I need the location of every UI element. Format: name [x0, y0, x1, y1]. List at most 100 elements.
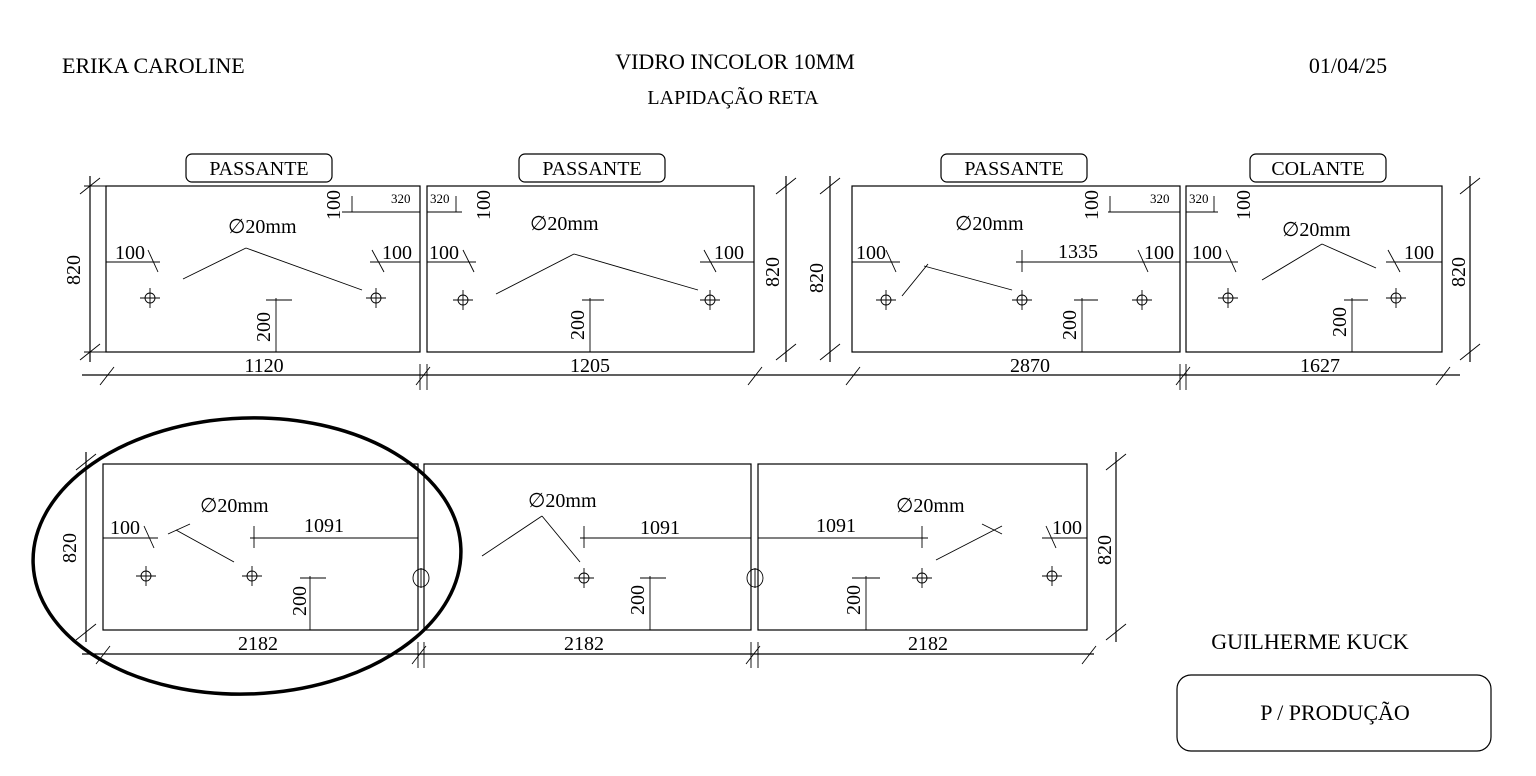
panel-1-bottom-offset: 200 — [253, 312, 275, 342]
height-dimension-left-bottom — [75, 452, 97, 642]
panel-6-hardware — [481, 515, 751, 630]
production-box — [1176, 674, 1492, 752]
panel-5-hole-diameter: ∅20mm — [200, 495, 269, 517]
panel-3-corner-h: 320 — [1150, 191, 1170, 206]
panel-6-spacing: 1091 — [640, 517, 680, 539]
panel-7-height: 820 — [1094, 535, 1116, 565]
panel-3-edge-right: 100 — [1144, 242, 1174, 264]
glass-panel-3 — [851, 185, 1181, 353]
finish-subtitle: LAPIDAÇÃO RETA — [647, 85, 819, 109]
hole-icon — [876, 290, 896, 310]
height-dimension-mid-top — [775, 176, 841, 362]
panel-1-height: 820 — [63, 255, 85, 285]
panel-2-height: 820 — [762, 257, 784, 287]
panel-3-corner-v: 100 — [1081, 190, 1103, 220]
hole-icon — [1132, 290, 1152, 310]
panel-2-corner-v: 100 — [473, 190, 495, 220]
panel-3-hardware — [852, 196, 1180, 352]
client-name: ERIKA CAROLINE — [62, 53, 245, 78]
hole-icon — [1386, 288, 1406, 308]
hole-icon — [700, 290, 720, 310]
panel-4-edge-right: 100 — [1404, 242, 1434, 264]
panel-1-hole-diameter: ∅20mm — [228, 216, 297, 238]
height-dimension-left-top — [79, 176, 106, 362]
panel-6-hole-diameter: ∅20mm — [528, 490, 597, 512]
panel-1-corner-v: 100 — [323, 190, 345, 220]
panel-3-label: PASSANTE — [964, 158, 1063, 180]
panel-4-corner-h: 320 — [1189, 191, 1209, 206]
panel-3-bottom-offset: 200 — [1059, 310, 1081, 340]
glass-panel-7 — [757, 463, 1088, 631]
panel-4-hole-diameter: ∅20mm — [1282, 219, 1351, 241]
hole-icon — [140, 288, 160, 308]
panel-3-hole-diameter: ∅20mm — [955, 213, 1024, 235]
hole-icon — [912, 568, 932, 588]
panel-1-edge-left: 100 — [115, 242, 145, 264]
hole-icon — [1218, 288, 1238, 308]
panel-1-corner-h: 320 — [391, 191, 411, 206]
panel-7-bottom-offset: 200 — [843, 585, 865, 615]
hole-icon — [366, 288, 386, 308]
glass-panel-5 — [102, 463, 419, 631]
panel-3-height: 820 — [806, 263, 828, 293]
width-dimension-top-row — [82, 364, 1460, 390]
panel-2-hole-diameter: ∅20mm — [530, 213, 599, 235]
panel-1-hardware — [106, 196, 420, 352]
panel-3-label-box: PASSANTE — [940, 153, 1088, 183]
production-label: P / PRODUÇÃO — [1260, 700, 1410, 725]
panel-2-corner-h: 320 — [430, 191, 450, 206]
panel-2-edge-left: 100 — [429, 242, 459, 264]
panel-4-height: 820 — [1448, 257, 1470, 287]
panel-2-label: PASSANTE — [542, 158, 641, 180]
glass-panel-4 — [1185, 185, 1443, 353]
seller-name: GUILHERME KUCK — [1211, 629, 1408, 654]
width-dimension-bottom-row — [82, 642, 1097, 668]
height-dimension-right-bottom — [1105, 452, 1127, 642]
order-date: 01/04/25 — [1309, 53, 1387, 78]
panel-4-label: COLANTE — [1271, 158, 1364, 180]
panel-3-mid-spacing: 1335 — [1058, 241, 1098, 263]
panel-1-label-box: PASSANTE — [185, 153, 333, 183]
panel-5-width: 2182 — [238, 633, 278, 655]
panel-5-bottom-offset: 200 — [289, 586, 311, 616]
material-title: VIDRO INCOLOR 10MM — [615, 49, 855, 74]
hole-icon — [136, 566, 156, 586]
panel-2-width: 1205 — [570, 355, 610, 377]
glass-panel-6 — [423, 463, 752, 631]
panel-4-edge-left: 100 — [1192, 242, 1222, 264]
hole-icon — [1042, 566, 1062, 586]
glass-panel-1 — [105, 185, 421, 353]
panel-3-width: 2870 — [1010, 355, 1050, 377]
panel-5-edge: 100 — [110, 517, 140, 539]
height-dimension-right-top — [1459, 176, 1481, 362]
panel-3-edge-left: 100 — [856, 242, 886, 264]
joint-connector-icon — [746, 568, 764, 588]
panel-7-width: 2182 — [908, 633, 948, 655]
hole-icon — [1012, 290, 1032, 310]
panel-7-hardware — [758, 523, 1087, 630]
panel-1-edge-right: 100 — [382, 242, 412, 264]
panel-1-width: 1120 — [244, 355, 283, 377]
panel-2-label-box: PASSANTE — [518, 153, 666, 183]
panel-6-bottom-offset: 200 — [627, 585, 649, 615]
hole-icon — [242, 566, 262, 586]
panel-1-label: PASSANTE — [209, 158, 308, 180]
panel-7-edge: 100 — [1052, 517, 1082, 539]
hole-icon — [574, 568, 594, 588]
joint-connector-icon — [412, 568, 430, 588]
panel-2-edge-right: 100 — [714, 242, 744, 264]
panel-5-spacing: 1091 — [304, 515, 344, 537]
panel-4-bottom-offset: 200 — [1329, 307, 1351, 337]
panel-5-hardware — [103, 523, 418, 630]
glass-panel-2 — [426, 185, 755, 353]
panel-5-height: 820 — [59, 533, 81, 563]
panel-2-bottom-offset: 200 — [567, 310, 589, 340]
panel-7-spacing: 1091 — [816, 515, 856, 537]
panel-6-width: 2182 — [564, 633, 604, 655]
panel-4-corner-v: 100 — [1233, 190, 1255, 220]
highlight-ellipse — [31, 416, 463, 696]
panel-2-hardware — [427, 196, 754, 352]
panel-4-label-box: COLANTE — [1249, 153, 1387, 183]
hole-icon — [453, 290, 473, 310]
